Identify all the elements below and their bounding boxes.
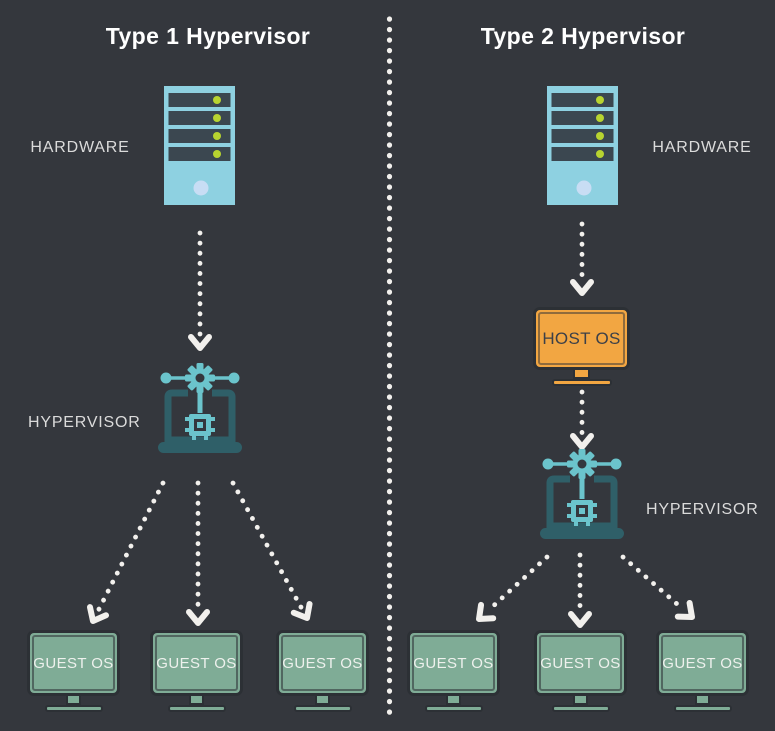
diagonal-arrow-icon xyxy=(476,554,550,622)
hypervisor-icon xyxy=(540,449,624,539)
monitor-screen-bezel xyxy=(281,635,364,691)
guest-os-label: GUEST OS xyxy=(282,654,363,672)
monitor-stand xyxy=(315,696,330,705)
guest-os-monitor: GUEST OS xyxy=(534,630,627,712)
diagonal-arrow-icon xyxy=(620,554,695,620)
down-arrow-icon xyxy=(186,480,210,626)
monitor-screen-bezel xyxy=(412,635,495,691)
guest-os-label: GUEST OS xyxy=(33,654,114,672)
hardware-label: HARDWARE xyxy=(30,139,130,156)
gear-icon xyxy=(185,363,215,393)
monitor-stand xyxy=(189,696,204,705)
monitor-base xyxy=(551,705,610,712)
guest-os-label: GUEST OS xyxy=(156,654,237,672)
guest-os-monitor: GUEST OS xyxy=(276,630,369,712)
type1-title: Type 1 Hypervisor xyxy=(105,23,311,49)
hardware-label: HARDWARE xyxy=(652,139,752,156)
monitor-stand xyxy=(446,696,461,705)
monitor-screen-bezel xyxy=(661,635,744,691)
cpu-chip-icon xyxy=(567,500,597,526)
monitor-stand xyxy=(573,696,588,705)
monitor-base xyxy=(673,705,732,712)
monitor-screen-bezel xyxy=(538,312,625,365)
hypervisor-label: HYPERVISOR xyxy=(646,501,759,518)
monitor-screen: GUEST OS xyxy=(276,630,369,696)
gear-icon xyxy=(567,449,597,479)
down-arrow-icon xyxy=(568,552,592,628)
host-os-monitor: HOST OS xyxy=(533,307,630,386)
monitor-base xyxy=(551,379,612,386)
host-os-label: HOST OS xyxy=(542,328,621,348)
guest-os-label: GUEST OS xyxy=(662,654,743,672)
monitor-screen-bezel xyxy=(155,635,238,691)
column-divider-dotted-line xyxy=(386,16,393,722)
hypervisor-icon xyxy=(158,363,242,453)
monitor-screen-bezel xyxy=(539,635,622,691)
monitor-screen: GUEST OS xyxy=(27,630,120,696)
down-arrow-icon xyxy=(188,230,212,351)
down-arrow-icon xyxy=(570,221,594,296)
monitor-screen: HOST OS xyxy=(533,307,630,370)
diagonal-arrow-icon xyxy=(86,480,166,624)
monitor-stand xyxy=(573,370,590,379)
monitor-screen: GUEST OS xyxy=(407,630,500,696)
server-icon xyxy=(164,86,235,205)
hypervisor-label: HYPERVISOR xyxy=(28,414,141,431)
monitor-base xyxy=(44,705,103,712)
guest-os-label: GUEST OS xyxy=(413,654,494,672)
guest-os-monitor: GUEST OS xyxy=(407,630,500,712)
guest-os-monitor: GUEST OS xyxy=(27,630,120,712)
monitor-screen: GUEST OS xyxy=(534,630,627,696)
diagonal-arrow-icon xyxy=(230,480,313,621)
monitor-stand xyxy=(695,696,710,705)
guest-os-monitor: GUEST OS xyxy=(150,630,243,712)
guest-os-label: GUEST OS xyxy=(540,654,621,672)
type2-title: Type 2 Hypervisor xyxy=(480,23,686,49)
monitor-stand xyxy=(66,696,81,705)
cpu-chip-icon xyxy=(185,414,215,440)
monitor-base xyxy=(293,705,352,712)
monitor-base xyxy=(167,705,226,712)
monitor-base xyxy=(424,705,483,712)
server-icon xyxy=(547,86,618,205)
monitor-screen-bezel xyxy=(32,635,115,691)
guest-os-monitor: GUEST OS xyxy=(656,630,749,712)
monitor-screen: GUEST OS xyxy=(656,630,749,696)
down-arrow-icon xyxy=(570,389,594,450)
monitor-screen: GUEST OS xyxy=(150,630,243,696)
